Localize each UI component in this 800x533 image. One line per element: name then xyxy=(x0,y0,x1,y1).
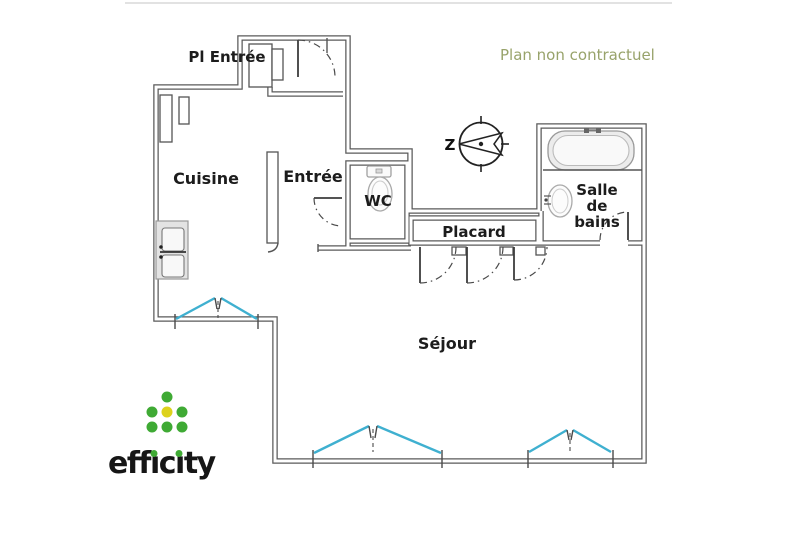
label-sdb-1: Salle xyxy=(576,181,617,199)
entree-door xyxy=(313,197,343,227)
logo-dots-icon xyxy=(146,391,188,433)
kitchen-partition xyxy=(266,151,279,253)
bathroom-door xyxy=(599,211,629,241)
label-wc: WC xyxy=(364,192,392,210)
placard-doors xyxy=(419,246,548,284)
label-entree: Entrée xyxy=(283,167,343,186)
i-dot-icon xyxy=(150,450,158,457)
label-placard: Placard xyxy=(442,223,505,241)
bathroom-sink-icon xyxy=(544,184,573,218)
brand-part: eff xyxy=(108,446,151,481)
bathtub-icon xyxy=(543,128,642,171)
walls xyxy=(153,35,647,464)
label-pl-entree: Pl Entrée xyxy=(188,48,265,66)
brand-i: ı xyxy=(149,446,160,481)
window-sejour-center xyxy=(312,424,443,468)
brand-part: ty xyxy=(183,446,216,481)
brand-i: ı xyxy=(175,446,185,481)
closet-pl-entree xyxy=(248,43,284,88)
entry-door xyxy=(297,38,336,78)
window-kitchen xyxy=(174,296,259,329)
window-sejour-right xyxy=(527,428,614,468)
brand-part: c xyxy=(158,446,177,481)
label-cuisine: Cuisine xyxy=(173,169,239,188)
kitchen-sink-icon xyxy=(155,220,189,280)
i-dot-icon xyxy=(175,450,183,457)
duct-shafts xyxy=(159,94,190,143)
compass-north-letter: Z xyxy=(445,136,456,154)
label-sdb-2: de xyxy=(587,197,608,215)
label-sejour: Séjour xyxy=(418,334,476,353)
plan-disclaimer: Plan non contractuel xyxy=(500,46,655,64)
toilet-icon xyxy=(366,165,393,212)
label-sdb-3: bains xyxy=(574,213,620,231)
compass-icon: Z xyxy=(445,116,509,172)
